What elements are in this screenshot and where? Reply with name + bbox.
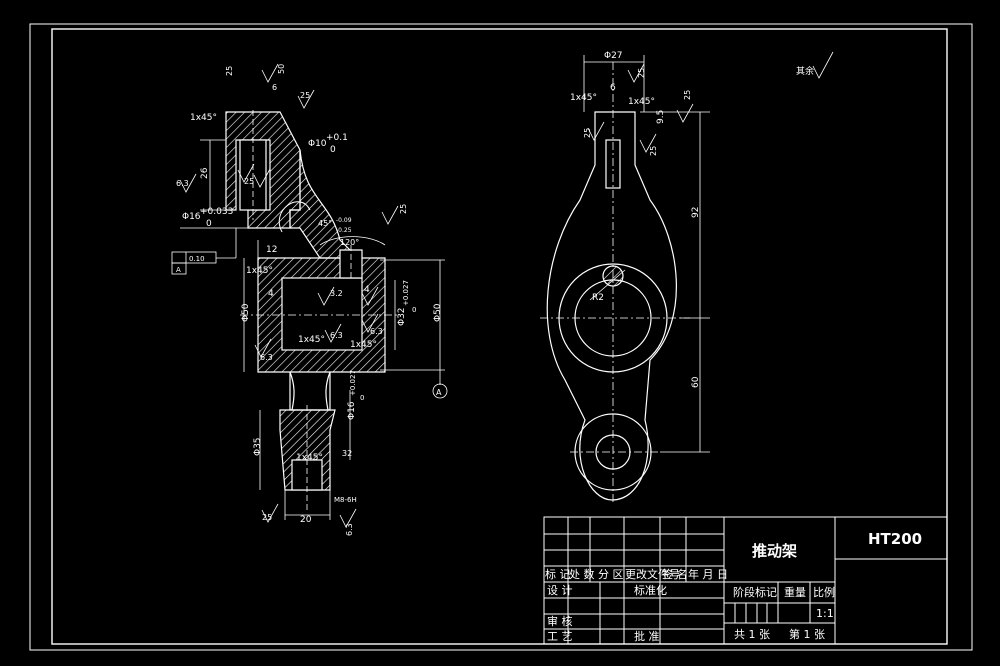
front-dim-lines xyxy=(171,63,448,528)
datum-symbol xyxy=(432,383,448,399)
dim-text: +0.1 xyxy=(326,133,348,143)
dim-text: Φ16 xyxy=(182,212,201,222)
header-col: 标 记 xyxy=(545,567,571,581)
dim-text: 1x45° xyxy=(246,266,273,276)
dim-text: 45° xyxy=(318,219,332,228)
gdt-datum: A xyxy=(176,266,181,274)
roughness-value: 50 xyxy=(277,64,286,74)
roughness-value: 25 xyxy=(262,513,272,522)
dim-text: -0.09 xyxy=(336,217,352,224)
dim-text: -0.25 xyxy=(336,227,352,234)
header-col: 分 区 xyxy=(598,568,624,581)
neck-section xyxy=(289,372,331,411)
roughness-value: 25 xyxy=(399,204,408,214)
header-col: 年 月 日 xyxy=(688,567,728,581)
dim-text: 0 xyxy=(206,219,212,229)
dim-text: 4 xyxy=(364,285,370,295)
dim-text: 26 xyxy=(200,167,210,179)
dim-text: Φ35 xyxy=(253,437,263,456)
side-dim-lines xyxy=(583,51,834,453)
roughness-value: 25 xyxy=(683,90,692,100)
dim-text: 12 xyxy=(266,245,277,255)
header-col: 处 数 xyxy=(569,568,595,581)
dim-text: 0 xyxy=(412,306,416,314)
roughness-value: 6.3 xyxy=(330,331,343,340)
dim-text: 1x45° xyxy=(628,97,655,107)
roughness-value: 3.2 xyxy=(330,289,343,298)
dim-text: 1x45° xyxy=(570,93,597,103)
dim-text: +0.027 xyxy=(402,280,410,306)
dim-text: 1x45° xyxy=(190,113,217,123)
dim-text: 20 xyxy=(300,515,312,525)
dim-text: Φ27 xyxy=(604,51,623,61)
front-roughness-values: 25 50 25 6.3 25 25 3.2 6.3 6.3 6.3 3.2 2… xyxy=(176,64,408,536)
standardization-label: 标准化 xyxy=(634,583,667,597)
design-label: 设 计 xyxy=(547,584,573,597)
dim-text: Φ32 xyxy=(397,307,407,326)
roughness-value: 6.3 xyxy=(345,523,354,536)
outer-frame xyxy=(29,23,973,651)
roughness-value: 6.3 xyxy=(176,179,189,188)
roughness-value: 6.3 xyxy=(260,353,273,362)
title-block-texts: 推动架 HT200 标 记 处 数 分 区 更改文件号 签 名 年 月 日 设 … xyxy=(545,530,922,643)
dim-text: M8-6H xyxy=(334,496,357,504)
dim-text: +0.027 xyxy=(349,370,357,396)
dim-text: 1x45° xyxy=(350,340,377,350)
dim-text: Φ16 xyxy=(347,401,357,420)
dim-text: R2 xyxy=(592,293,604,303)
inner-frame xyxy=(51,28,948,645)
sheets-total: 共 1 张 xyxy=(734,628,770,641)
dim-text: 0 xyxy=(360,394,364,402)
scale-label: 比例 xyxy=(813,585,835,599)
roughness-value: 25 xyxy=(583,128,592,138)
dim-text: Φ10 xyxy=(308,139,327,149)
roughness-note: 其余 xyxy=(796,65,814,77)
dim-text: Φ50 xyxy=(241,303,251,322)
main-bore xyxy=(281,277,363,351)
roughness-value: 3.2 xyxy=(342,455,344,457)
review-label: 审 核 xyxy=(547,614,573,628)
dim-text: 120° xyxy=(340,238,359,247)
dim-text: 6 xyxy=(272,83,277,92)
part-name: 推动架 xyxy=(752,542,797,560)
roughness-value: 25 xyxy=(225,66,234,76)
title-block xyxy=(543,516,948,645)
gdt-frame xyxy=(171,251,217,264)
side-outline xyxy=(546,111,677,501)
gdt-tolerance: 0.10 xyxy=(189,255,205,263)
dim-text: 92 xyxy=(691,207,701,218)
sheet-number: 第 1 张 xyxy=(789,627,825,641)
header-col: 签 名 xyxy=(662,567,688,581)
roughness-value: 25 xyxy=(637,68,646,78)
header-col: 更改文件号 xyxy=(625,567,680,581)
side-view xyxy=(540,62,690,505)
roughness-value: 6.3 xyxy=(370,327,383,336)
dim-text: 0 xyxy=(330,145,336,155)
roughness-value: 25 xyxy=(300,91,310,100)
datum-label: A xyxy=(436,388,442,397)
roughness-value: 25 xyxy=(244,177,254,186)
dim-text: 9.5 xyxy=(656,110,666,124)
front-dim-texts: 1x45° Φ10 +0.1 0 26 Φ16 +0.033 0 12 1x45… xyxy=(176,83,443,525)
dim-text: 6 xyxy=(610,83,616,93)
dim-text: 60 xyxy=(691,376,701,388)
process-label: 工 艺 xyxy=(547,630,573,643)
dim-text: Φ50 xyxy=(433,303,443,322)
dim-text: 1x45° xyxy=(298,335,325,345)
side-dim-texts: Φ27 1x45° 6 1x45° 9.5 92 60 R2 xyxy=(570,51,701,388)
front-view xyxy=(225,110,400,510)
roughness-value: 25 xyxy=(649,146,658,156)
dim-text: 1x45° xyxy=(296,453,323,463)
scale-value: 1:1 xyxy=(816,607,834,620)
approve-label: 批 准 xyxy=(634,629,660,643)
weight-label: 重量 xyxy=(784,585,806,599)
arm-section xyxy=(289,149,360,259)
dim-text: +0.033 xyxy=(200,207,233,217)
dim-text: 32 xyxy=(342,449,352,458)
dim-text: 4 xyxy=(268,289,274,299)
stage-mark-label: 阶段标记 xyxy=(733,585,777,599)
side-roughness-values: 25 25 25 25 xyxy=(583,68,692,156)
material: HT200 xyxy=(868,530,922,548)
